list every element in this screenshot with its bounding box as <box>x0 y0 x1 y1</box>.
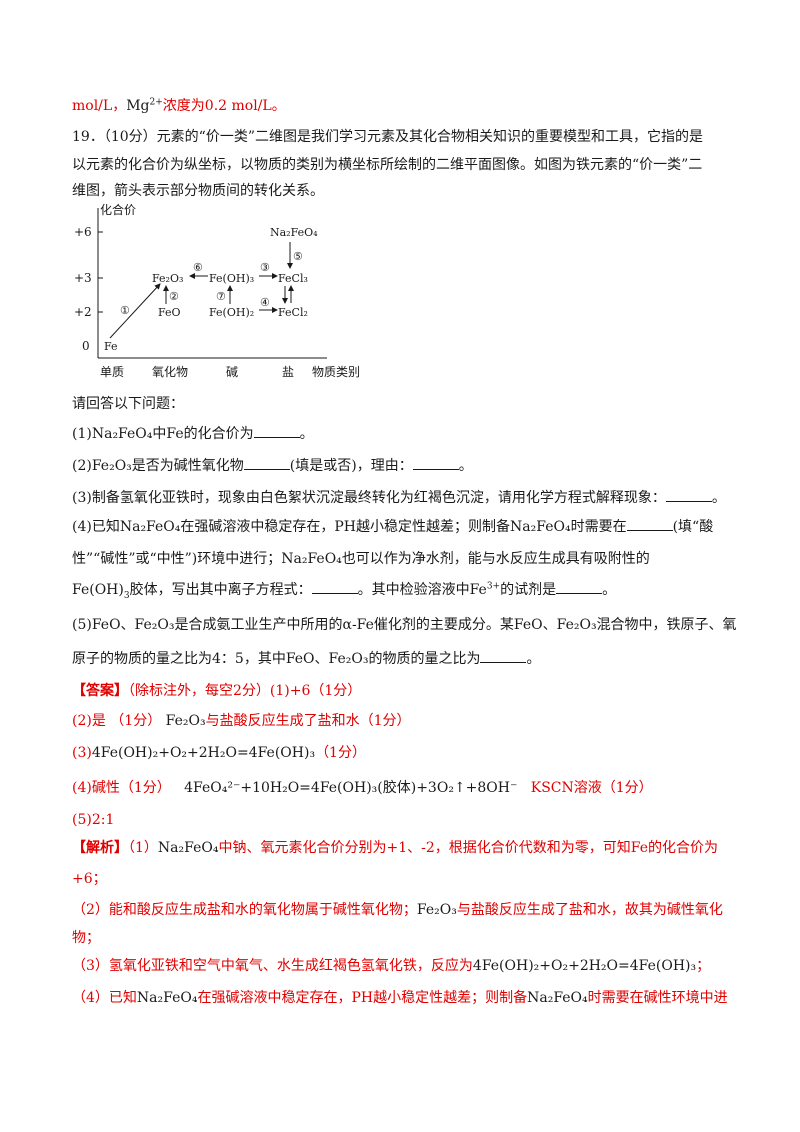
species-feoh3: Fe(OH)₃ <box>209 272 254 285</box>
arrow-1 <box>109 283 161 339</box>
question-5-line-2: 原子的物质的量之比为4：5，其中FeO、Fe₂O₃的物质的量之比为。 <box>72 650 541 667</box>
answer-blank[interactable] <box>626 518 673 531</box>
mg-ion: Mg2+ <box>126 97 163 114</box>
arrow-label: ⑤ <box>293 250 303 263</box>
x-category-label: 氧化物 <box>152 365 188 379</box>
x-category-label: 碱 <box>226 365 238 379</box>
x-category-label: 盐 <box>282 365 294 379</box>
x-axis-title: 物质类别 <box>312 365 360 379</box>
unit-text: mol/L， <box>72 98 127 114</box>
species-feoh2: Fe(OH)₂ <box>209 306 254 319</box>
answer-tag: 【答案】 <box>72 683 128 699</box>
x-category-label: 单质 <box>100 365 124 379</box>
question-4-line-2: 性”“碱性”或“中性”)环境中进行；Na₂FeO₄也可以作为净水剂，能与水反应生… <box>72 551 650 567</box>
analysis-3: （3）氢氧化亚铁和空气中氧气、水生成红褐色氢氧化铁，反应为4Fe(OH)₂+O₂… <box>72 958 711 974</box>
question-5-line-1: (5)FeO、Fe₂O₃是合成氨工业生产中所用的α-Fe催化剂的主要成分。某Fe… <box>72 617 737 633</box>
answer-blank[interactable] <box>253 425 300 438</box>
question-4-line-1: (4)已知Na₂FeO₄在强碱溶液中稳定存在，PH越小稳定性越差；则制备Na₂F… <box>72 518 714 535</box>
y-axis-title: 化合价 <box>100 202 136 217</box>
feoh3-formula: Fe(OH)3 <box>72 582 130 601</box>
arrow-label: ② <box>169 290 179 303</box>
answer-3: (3)4Fe(OH)₂+O₂+2H₂O=4Fe(OH)₃（1分） <box>72 745 366 761</box>
analysis-tag: 【解析】 <box>72 840 128 856</box>
question-2: (2)Fe₂O₃是否为碱性氧化物(填是或否)，理由：。 <box>72 457 473 474</box>
answer-blank[interactable] <box>556 581 603 594</box>
species-fe2o3: Fe₂O₃ <box>152 272 183 285</box>
y-tick-label: 0 <box>82 339 90 353</box>
arrow-label: ① <box>120 304 130 317</box>
question-4-line-3: Fe(OH)3胶体，写出其中离子方程式：。其中检验溶液中Fe3+的试剂是。 <box>72 581 617 601</box>
question-1: (1)Na₂FeO₄中Fe的化合价为。 <box>72 425 314 442</box>
concentration-text: 浓度为0.2 mol/L。 <box>162 98 286 114</box>
species-feo: FeO <box>158 306 181 319</box>
arrow-label: ⑥ <box>193 261 203 274</box>
question-intro-line-2: 以元素的化合价为纵坐标，以物质的类别为横坐标所绘制的二维平面图像。如图为铁元素的… <box>72 157 703 173</box>
question-intro-line-3: 维图，箭头表示部分物质间的转化关系。 <box>72 183 324 199</box>
analysis-2-line-1: （2）能和酸反应生成盐和水的氧化物属于碱性氧化物；Fe₂O₃与盐酸反应生成了盐和… <box>72 902 723 918</box>
question-intro-line-1: 19．（10分）元素的“价一类”二维图是我们学习元素及其化合物相关知识的重要模型… <box>72 129 703 145</box>
answer-blank[interactable] <box>480 650 527 663</box>
prompt: 请回答以下问题： <box>72 396 184 412</box>
analysis-1-line-2: +6； <box>72 871 107 887</box>
answer-header: 【答案】（除标注外，每空2分）(1)+6（1分） <box>72 683 362 699</box>
y-tick-label: +2 <box>74 305 92 319</box>
answer-2: (2)是 （1分） Fe₂O₃与盐酸反应生成了盐和水（1分） <box>72 713 411 729</box>
answer-blank[interactable] <box>412 457 459 470</box>
species-na2feo4: Na₂FeO₄ <box>270 226 318 239</box>
y-tick-label: +6 <box>74 225 92 239</box>
y-tick-label: +3 <box>74 271 92 285</box>
analysis-2-line-2: 物； <box>72 930 100 946</box>
answer-blank[interactable] <box>311 581 358 594</box>
arrow-label: ③ <box>260 261 270 274</box>
top-line: mol/L，Mg2+浓度为0.2 mol/L。 <box>72 96 286 116</box>
analysis-4: （4）已知Na₂FeO₄在强碱溶液中稳定存在，PH越小稳定性越差；则制备Na₂F… <box>72 990 728 1006</box>
arrow-label: ⑦ <box>216 290 226 303</box>
answer-blank[interactable] <box>243 457 290 470</box>
species-fe: Fe <box>104 340 118 353</box>
species-fecl3: FeCl₃ <box>278 272 308 285</box>
arrow-label: ④ <box>260 296 270 309</box>
answer-blank[interactable] <box>665 489 712 502</box>
question-3: (3)制备氢氧化亚铁时，现象由白色絮状沉淀最终转化为红褐色沉淀，请用化学方程式解… <box>72 489 726 506</box>
answer-5: (5)2:1 <box>72 812 115 828</box>
species-fecl2: FeCl₂ <box>278 306 308 319</box>
answer-4: (4)碱性（1分） 4FeO₄²⁻+10H₂O=4Fe(OH)₃(胶体)+3O₂… <box>72 780 653 796</box>
analysis-1-line-1: 【解析】（1）Na₂FeO₄中钠、氧元素化合价分别为+1、-2，根据化合价代数和… <box>72 840 718 856</box>
valence-class-diagram: 化合价 +6 +3 +2 0 单质 氧化物 碱 盐 物质类别 Na₂FeO₄ F… <box>74 202 360 379</box>
